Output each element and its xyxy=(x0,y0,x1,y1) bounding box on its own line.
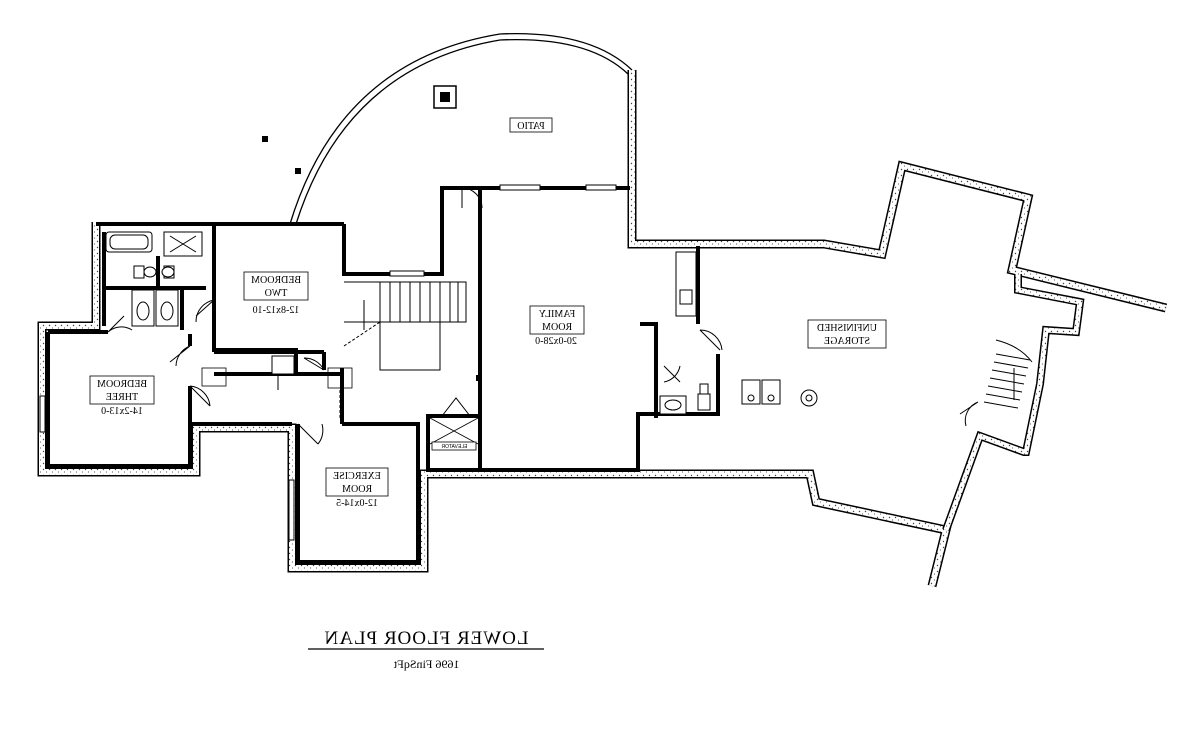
exterior-walls xyxy=(37,70,1168,588)
bedroom-three-label: BEDROOM xyxy=(97,379,147,390)
post-marker xyxy=(476,375,482,381)
post-marker xyxy=(295,168,301,174)
east-staircase xyxy=(983,339,1033,409)
storage-label: UNFINISHED xyxy=(817,323,877,334)
main-staircase xyxy=(343,281,467,371)
doors xyxy=(107,187,979,445)
toilet xyxy=(133,265,145,279)
family-room-dims: 20-0x28-0 xyxy=(535,336,577,347)
exercise-room-label-2: ROOM xyxy=(342,484,372,495)
bedroom-three-dims: 14-2x13-0 xyxy=(101,406,143,417)
plan-area: 1696 FinSqFt xyxy=(393,657,459,671)
family-room-label-2: ROOM xyxy=(542,322,572,333)
family-room-label: FAMILY xyxy=(539,309,576,320)
patio-label: PATIO xyxy=(517,121,544,132)
exercise-room-dims: 12-0x14-5 xyxy=(336,498,378,509)
half-bath-toilet xyxy=(697,393,711,411)
counter xyxy=(675,251,697,317)
dryer xyxy=(761,379,781,405)
bedroom-two-label-2: TWO xyxy=(265,288,288,299)
elevator-label: ELEVATOR xyxy=(441,444,467,450)
title-block: LOWER FLOOR PLAN 1696 FinSqFt xyxy=(308,628,544,671)
plan-title: LOWER FLOOR PLAN xyxy=(324,628,529,649)
post-marker xyxy=(262,136,268,142)
interior-walls xyxy=(46,186,720,564)
bedroom-three-label-2: THREE xyxy=(106,392,138,403)
bedroom-two-label: BEDROOM xyxy=(251,275,301,286)
wall-stairwell xyxy=(942,274,1085,532)
exercise-room-label: EXERCISE xyxy=(333,471,381,482)
bedroom-two-dims: 12-8x12-10 xyxy=(253,305,300,316)
room-labels: PATIO FAMILY ROOM 20-0x28-0 UNFINISHED S… xyxy=(89,117,887,509)
windows xyxy=(39,184,617,541)
washer xyxy=(741,379,761,405)
fixtures xyxy=(105,231,818,415)
patio-edge xyxy=(289,32,633,225)
elevator: ELEVATOR xyxy=(429,417,479,451)
closet xyxy=(271,355,295,375)
storage-label-2: STORAGE xyxy=(824,336,870,347)
